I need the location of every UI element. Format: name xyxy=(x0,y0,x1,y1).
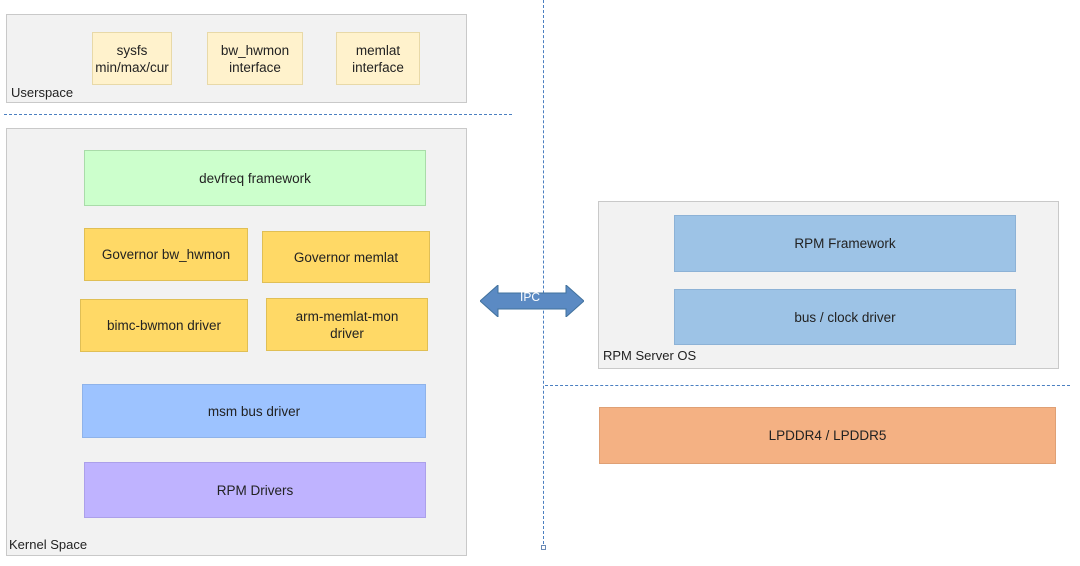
governor-memlat-box: Governor memlat xyxy=(262,231,430,283)
bw-hwmon-interface-box: bw_hwmon interface xyxy=(207,32,303,85)
rpm-drivers-box: RPM Drivers xyxy=(84,462,426,518)
msm-bus-driver-box: msm bus driver xyxy=(82,384,426,438)
userspace-kernel-divider xyxy=(4,114,512,115)
userspace-label: Userspace xyxy=(11,85,74,100)
devfreq-framework-box: devfreq framework xyxy=(84,150,426,206)
divider-end-handle xyxy=(541,545,546,550)
memlat-interface-box: memlat interface xyxy=(336,32,420,85)
kernel-space-label: Kernel Space xyxy=(9,537,88,552)
kernel-rpm-divider xyxy=(543,0,544,544)
rpm-server-os-label: RPM Server OS xyxy=(603,348,697,363)
ipc-label: IPC xyxy=(520,290,541,304)
ipc-double-arrow-icon xyxy=(480,285,584,317)
governor-bw-hwmon-box: Governor bw_hwmon xyxy=(84,228,248,281)
lpddr-memory-box: LPDDR4 / LPDDR5 xyxy=(599,407,1056,464)
rpm-framework-box: RPM Framework xyxy=(674,215,1016,272)
bus-clock-driver-box: bus / clock driver xyxy=(674,289,1016,345)
bimc-bwmon-driver-box: bimc-bwmon driver xyxy=(80,299,248,352)
arm-memlat-mon-driver-box: arm-memlat-mon driver xyxy=(266,298,428,351)
rpm-memory-divider xyxy=(545,385,1070,386)
sysfs-box: sysfs min/max/cur xyxy=(92,32,172,85)
